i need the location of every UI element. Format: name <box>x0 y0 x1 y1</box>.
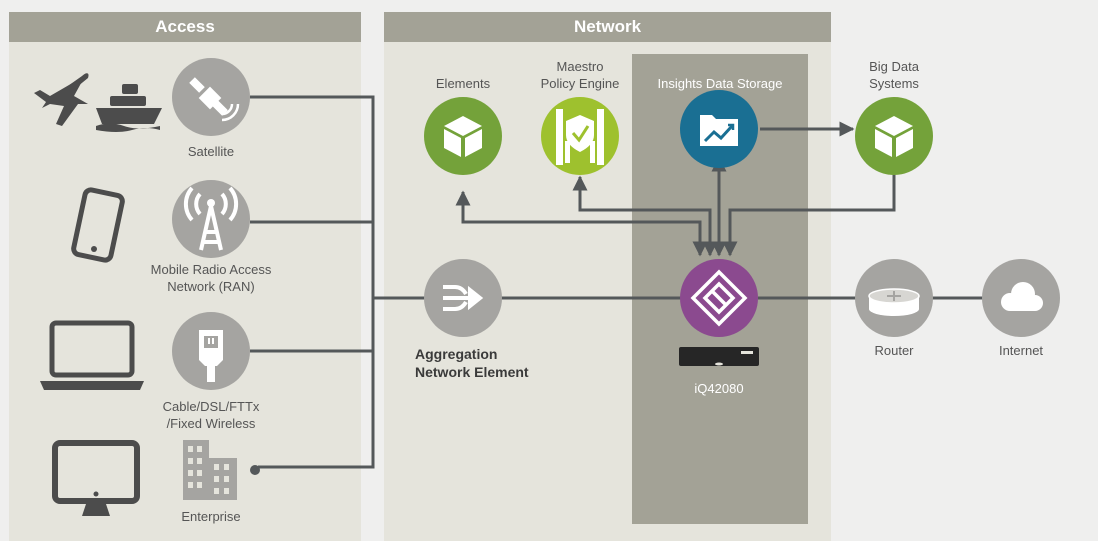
radio-tower-icon <box>183 186 239 251</box>
fixed-node[interactable] <box>172 312 250 390</box>
satellite-icon <box>189 77 240 122</box>
diamond-logo-icon <box>690 269 748 327</box>
big-data-node[interactable] <box>855 97 933 175</box>
access-header: Access <box>9 12 361 42</box>
aggregation-node[interactable] <box>424 259 502 337</box>
internet-label: Internet <box>998 343 1044 358</box>
ran-label-line1: Mobile Radio Access <box>150 262 272 277</box>
fixed-label-line2: /Fixed Wireless <box>166 416 256 431</box>
monitor-icon <box>52 440 140 516</box>
cube-icon <box>875 116 913 157</box>
big-data-label-line2: Systems <box>869 76 919 91</box>
enterprise-label: Enterprise <box>181 509 241 524</box>
fixed-label-line1: Cable/DSL/FTTx <box>162 399 260 414</box>
ship-icon <box>96 84 162 132</box>
router-icon <box>868 288 920 316</box>
router-node[interactable] <box>855 259 933 337</box>
aggregation-label-line2: Network Element <box>415 364 529 380</box>
laptop-icon <box>40 320 144 390</box>
server-icon <box>679 347 759 366</box>
router-label: Router <box>874 343 914 358</box>
merge-arrow-icon <box>443 285 484 311</box>
iq-node[interactable] <box>680 259 758 337</box>
shield-check-icon <box>556 109 604 165</box>
ran-node[interactable] <box>172 180 250 258</box>
maestro-label-line1: Maestro <box>556 59 604 74</box>
insights-label: Insights Data Storage <box>657 76 783 91</box>
insights-node[interactable] <box>680 90 758 168</box>
enterprise-connector-dot <box>250 465 260 475</box>
cube-icon <box>444 116 482 157</box>
big-data-label-line1: Big Data <box>869 59 919 74</box>
elements-node[interactable] <box>424 97 502 175</box>
network-header: Network <box>384 12 831 42</box>
ethernet-plug-icon <box>199 330 223 382</box>
folder-chart-icon <box>700 115 738 146</box>
connector-lines <box>250 95 985 469</box>
internet-node[interactable] <box>982 259 1060 337</box>
satellite-node[interactable] <box>172 58 250 136</box>
building-icon <box>183 440 237 500</box>
aggregation-label-line1: Aggregation <box>415 346 498 362</box>
smartphone-icon <box>71 187 125 263</box>
maestro-label-line2: Policy Engine <box>540 76 620 91</box>
elements-label: Elements <box>435 76 491 91</box>
ran-label-line2: Network (RAN) <box>167 279 255 294</box>
satellite-label: Satellite <box>187 144 235 159</box>
maestro-node[interactable] <box>541 97 619 175</box>
airplane-icon <box>34 73 89 126</box>
cloud-icon <box>1001 282 1043 311</box>
device-label: iQ42080 <box>694 381 744 396</box>
